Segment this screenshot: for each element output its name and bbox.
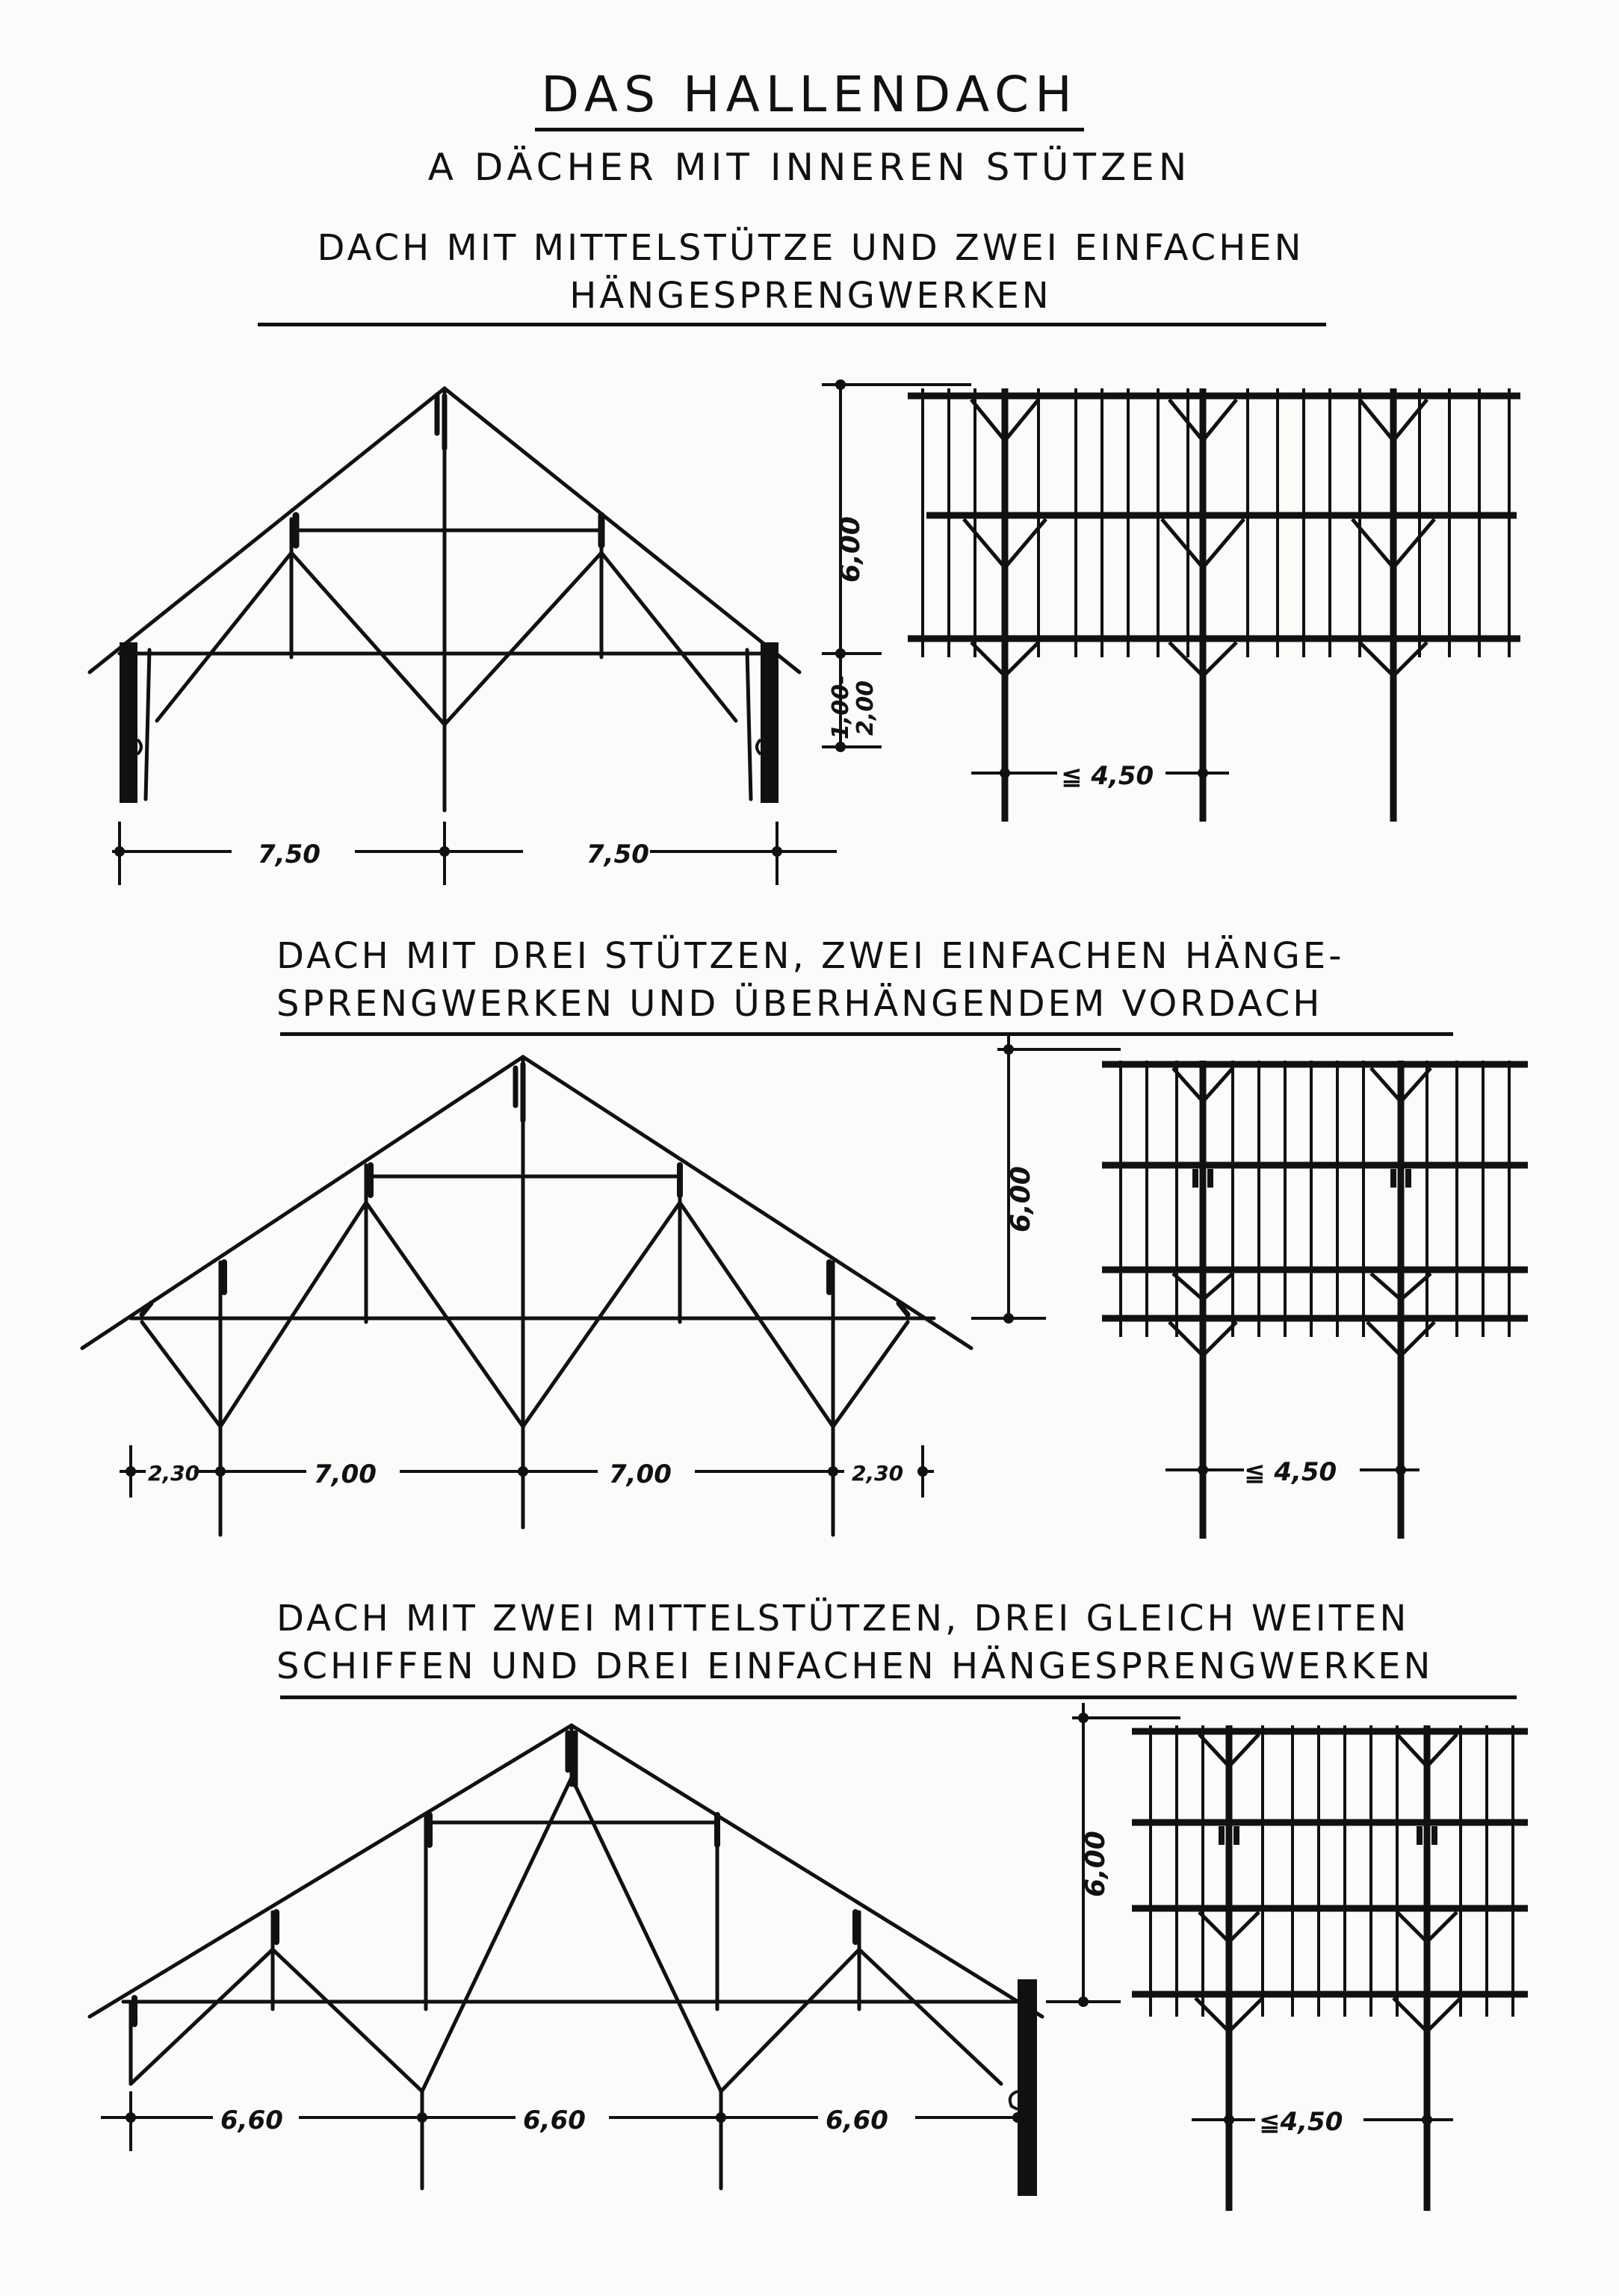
section-3-bay-label: ≦4,50 <box>1259 2107 1343 2137</box>
section-2-span-right-label: 7,00 <box>609 1459 672 1489</box>
section-2-span-left-label: 7,00 <box>314 1459 377 1489</box>
section-2-bay-label: ≦ 4,50 <box>1244 1457 1337 1487</box>
section-2-truss <box>80 1055 973 1537</box>
section-3-heading: DACH MIT ZWEI MITTELSTÜTZEN, DREI GLEICH… <box>276 1598 1434 1687</box>
section-2-height-dimension <box>971 1034 1121 1322</box>
section-1-bay-label: ≦ 4,50 <box>1061 761 1154 791</box>
page-subtitle: A DÄCHER MIT INNEREN STÜTZEN <box>427 146 1192 189</box>
section-3-truss <box>87 1723 1044 2191</box>
section-3-longitudinal-view <box>1132 1725 1528 2211</box>
section-2-overhang-left-label: 2,30 <box>148 1461 199 1486</box>
section-2-overhang-right-label: 2,30 <box>852 1461 903 1486</box>
section-1-heading: DACH MIT MITTELSTÜTZE UND ZWEI EINFACHEN… <box>317 227 1304 317</box>
section-3-height-dimension <box>1046 1703 1180 2005</box>
section-3-rule <box>280 1695 1517 1699</box>
section-1-span-dimension <box>112 822 837 885</box>
section-1-wall-label: 1,00- <box>828 675 854 739</box>
section-3-span-1-label: 6,60 <box>220 2106 283 2135</box>
section-1-height-label: 6,00 <box>835 516 866 583</box>
section-3-height-label: 6,00 <box>1080 1831 1111 1897</box>
section-1-rule <box>258 323 1326 326</box>
section-3-span-2-label: 6,60 <box>523 2106 586 2135</box>
section-3-wall <box>1018 1979 1037 2196</box>
section-2-height-label: 6,00 <box>1006 1166 1036 1232</box>
section-2-heading: DACH MIT DREI STÜTZEN, ZWEI EINFACHEN HÄ… <box>276 935 1345 1025</box>
section-2-longitudinal-view <box>1102 1061 1528 1539</box>
section-1-wall-label-2: 2,00 <box>852 680 879 736</box>
section-1-height-dimension <box>822 383 971 748</box>
section-1-truss <box>87 385 802 813</box>
section-3-span-3-label: 6,60 <box>826 2106 888 2135</box>
section-1-span-right-label: 7,50 <box>586 840 649 869</box>
section-1-right-wall <box>761 642 778 803</box>
page-title: DAS HALLENDACH <box>0 66 1619 131</box>
section-1-longitudinal-view <box>908 388 1520 822</box>
section-2-rule <box>280 1032 1453 1036</box>
section-1-span-left-label: 7,50 <box>258 840 321 869</box>
section-1-left-wall <box>120 642 137 803</box>
